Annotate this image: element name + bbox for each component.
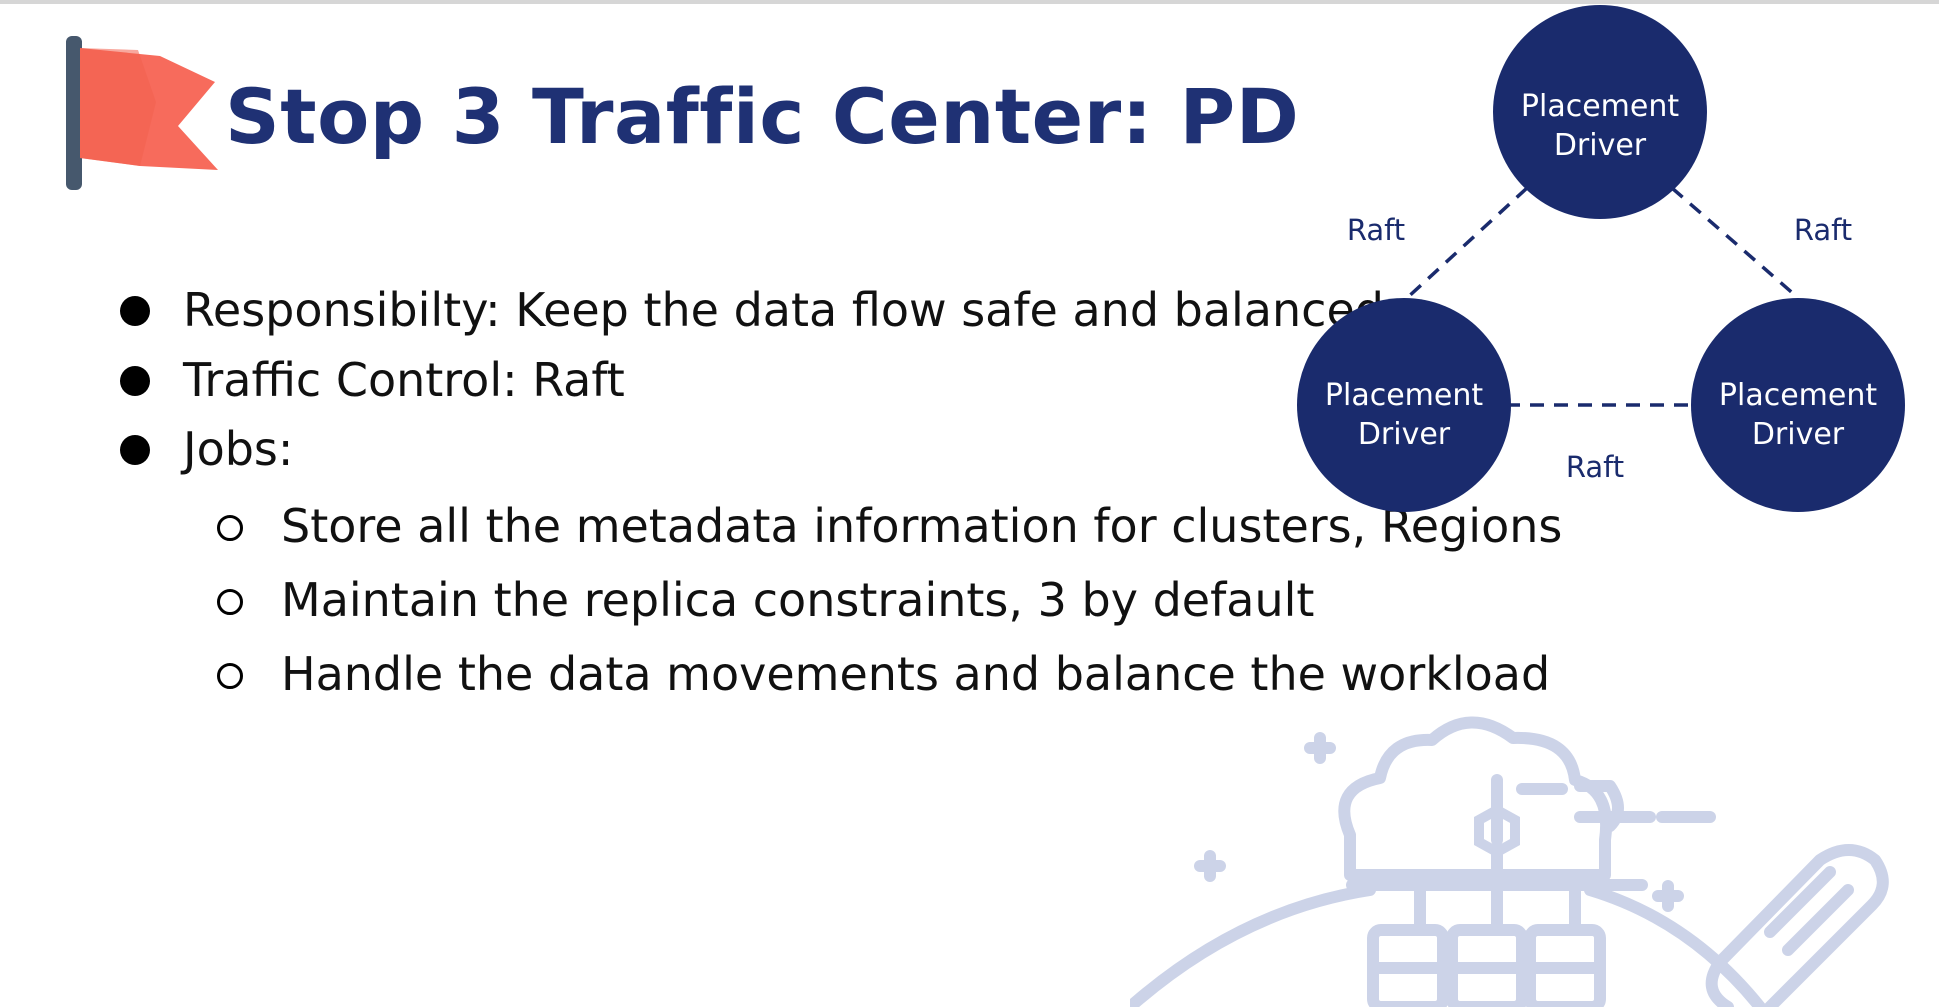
node-label-line2: Driver (1752, 417, 1845, 452)
top-border (0, 0, 1939, 4)
bullet-responsibility: Responsibilty: Keep the data flow safe a… (183, 283, 1384, 337)
raft-link-right (1670, 186, 1798, 298)
bullet-traffic-control: Traffic Control: Raft (183, 353, 625, 407)
raft-diagram: Placement Driver Placement Driver Placem… (1297, 5, 1905, 512)
cloud-server-illustration (1130, 716, 1889, 1007)
flag-icon (66, 36, 218, 190)
job-item-replica: Maintain the replica constraints, 3 by d… (281, 573, 1315, 627)
bullet-jobs: Jobs: (183, 422, 294, 476)
placement-driver-node-right (1691, 298, 1905, 512)
job-item-metadata: Store all the metadata information for c… (281, 499, 1563, 553)
sub-bullet-ring (217, 589, 243, 615)
node-label-line2: Driver (1554, 128, 1647, 163)
raft-label-right: Raft (1794, 213, 1852, 247)
node-label-line2: Driver (1358, 417, 1451, 452)
slide-title: Stop 3 Traffic Center: PD (225, 72, 1300, 161)
sub-bullet-ring (217, 663, 243, 689)
raft-label-bottom: Raft (1566, 450, 1624, 484)
node-label-line1: Placement (1325, 378, 1483, 413)
raft-label-left: Raft (1347, 213, 1405, 247)
placement-driver-node-left (1297, 298, 1511, 512)
bullet-dot (120, 296, 150, 326)
sub-bullet-ring (217, 515, 243, 541)
node-label-line1: Placement (1521, 89, 1679, 124)
raft-link-left (1405, 186, 1529, 300)
bullet-dot (120, 366, 150, 396)
job-item-movements: Handle the data movements and balance th… (281, 647, 1551, 701)
placement-driver-node-top (1493, 5, 1707, 219)
bullet-dot (120, 435, 150, 465)
node-label-line1: Placement (1719, 378, 1877, 413)
